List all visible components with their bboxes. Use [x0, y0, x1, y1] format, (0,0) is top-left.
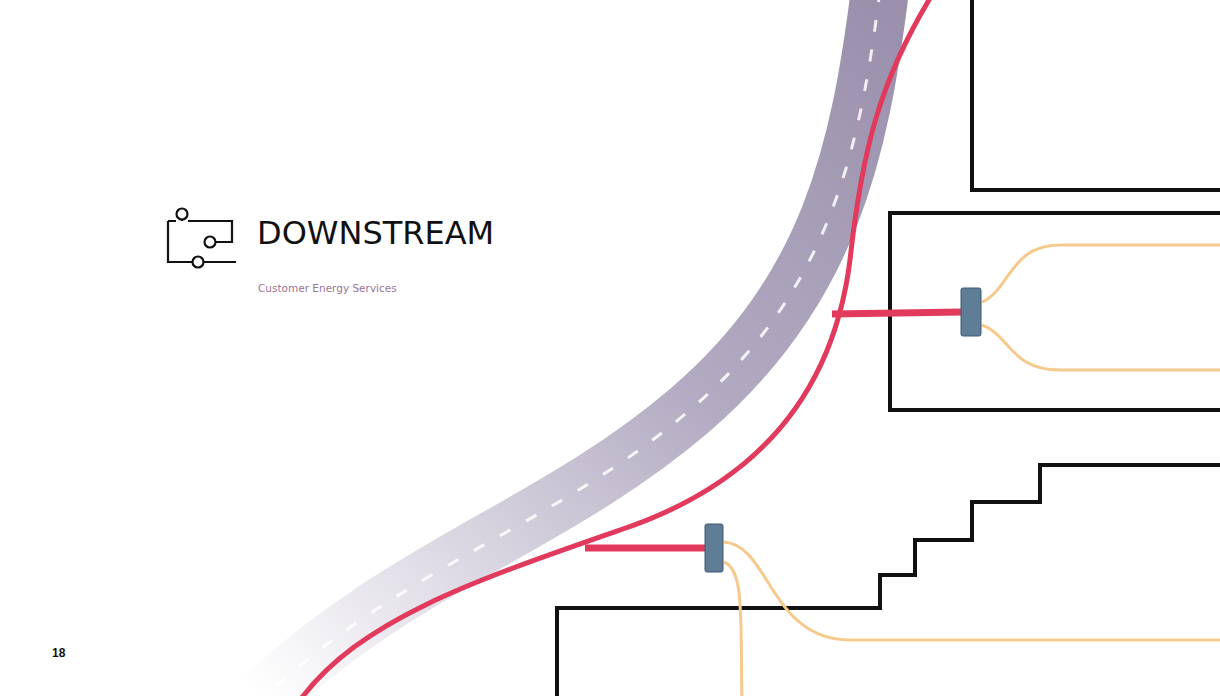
service-line — [724, 542, 1220, 640]
gas-main — [300, 0, 932, 696]
road — [250, 0, 880, 696]
service-line — [982, 325, 1220, 370]
service-pipe — [832, 312, 962, 314]
road-centre-line — [250, 0, 880, 696]
slide-title: DOWNSTREAM — [257, 214, 494, 252]
page-number: 18 — [52, 646, 65, 660]
building-outline — [557, 465, 1220, 696]
gas-meter — [961, 288, 981, 336]
gas-meter — [705, 524, 723, 572]
service-line — [982, 245, 1220, 302]
service-pipe — [585, 545, 706, 552]
building-outline — [972, 0, 1220, 190]
service-line — [724, 562, 742, 696]
sliders-icon — [168, 209, 236, 268]
subtitle: Customer Energy Services — [258, 282, 397, 295]
